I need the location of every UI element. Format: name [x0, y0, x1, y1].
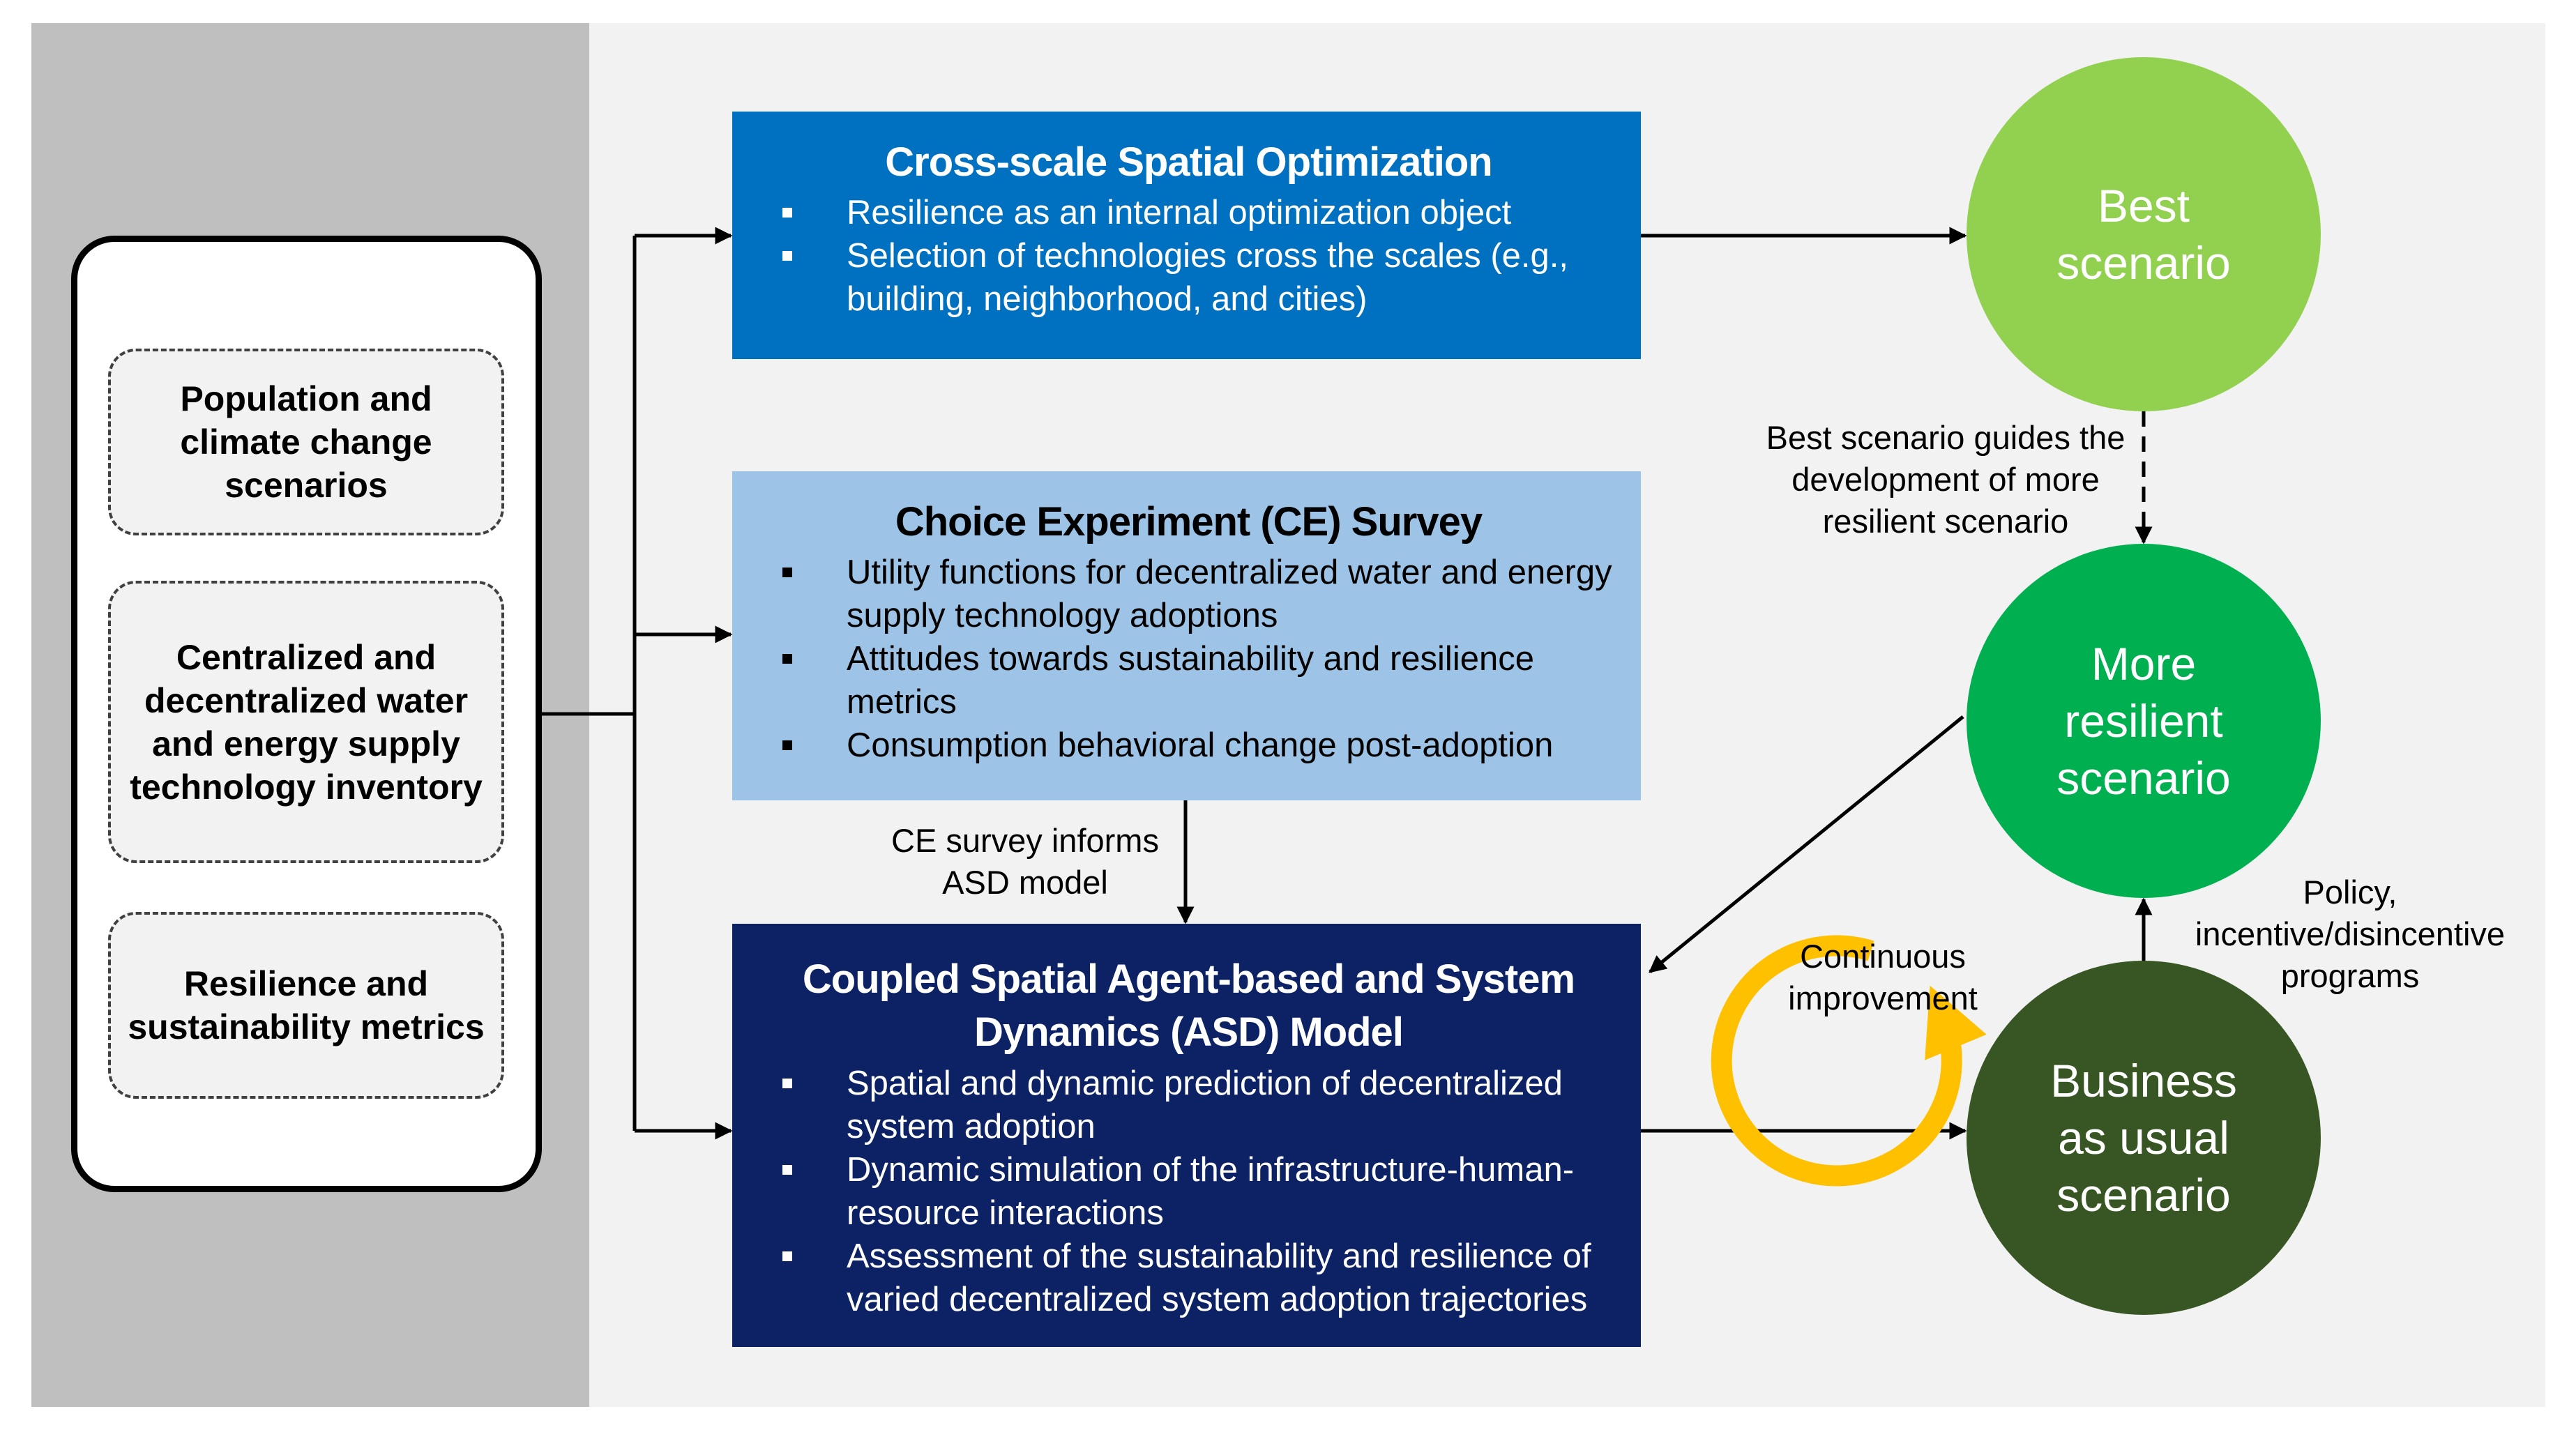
- bullet-item: Dynamic simulation of the infrastructure…: [757, 1148, 1620, 1235]
- bullet-item: Attitudes towards sustainability and res…: [757, 637, 1620, 724]
- continuous-improvement-note: Continuous improvement: [1788, 938, 1978, 1016]
- asd-model-box: Coupled Spatial Agent-based and System D…: [732, 924, 1641, 1347]
- bullet-list: Resilience as an internal optimization o…: [757, 191, 1620, 321]
- bullet-item: Utility functions for decentralized wate…: [757, 551, 1620, 637]
- scenario-label: Business as usual scenario: [2050, 1055, 2237, 1221]
- bullet-item: Resilience as an internal optimization o…: [757, 191, 1620, 234]
- input-label: Population and climate change scenarios: [180, 379, 432, 505]
- box-title: Choice Experiment (CE) Survey: [895, 499, 1483, 544]
- input-label: Resilience and sustainability metrics: [128, 964, 485, 1046]
- best-scenario-circle: Best scenario: [1967, 57, 2321, 411]
- input-label: Centralized and decentralized water and …: [130, 637, 483, 807]
- cross-scale-optimization-box: Cross-scale Spatial Optimization Resilie…: [732, 112, 1641, 359]
- bullet-list: Spatial and dynamic prediction of decent…: [757, 1062, 1620, 1321]
- cycle-arrow-icon: [1711, 935, 1987, 1187]
- bullet-item: Assessment of the sustainability and res…: [757, 1235, 1620, 1321]
- choice-experiment-box: Choice Experiment (CE) Survey Utility fu…: [732, 471, 1641, 800]
- ce-informs-note: CE survey informs ASD model: [891, 822, 1159, 901]
- bullet-list: Utility functions for decentralized wate…: [757, 551, 1620, 767]
- input-population-climate: Population and climate change scenarios: [108, 349, 504, 535]
- scenario-label: More resilient scenario: [2056, 638, 2231, 804]
- best-guides-note: Best scenario guides the development of …: [1766, 419, 2126, 540]
- more-resilient-scenario-circle: More resilient scenario: [1967, 544, 2321, 898]
- arrow-more-to-asd: [1649, 715, 1964, 973]
- business-as-usual-scenario-circle: Business as usual scenario: [1967, 961, 2321, 1315]
- input-technology-inventory: Centralized and decentralized water and …: [108, 581, 504, 863]
- box-title: Cross-scale Spatial Optimization: [885, 139, 1492, 185]
- bullet-item: Spatial and dynamic prediction of decent…: [757, 1062, 1620, 1148]
- policy-note: Policy, incentive/disincentive programs: [2195, 874, 2506, 994]
- input-resilience-metrics: Resilience and sustainability metrics: [108, 912, 504, 1099]
- bullet-item: Selection of technologies cross the scal…: [757, 234, 1620, 321]
- scenario-label: Best scenario: [2056, 180, 2231, 289]
- box-title: Coupled Spatial Agent-based and System D…: [802, 957, 1575, 1055]
- bullet-item: Consumption behavioral change post-adopt…: [757, 724, 1620, 767]
